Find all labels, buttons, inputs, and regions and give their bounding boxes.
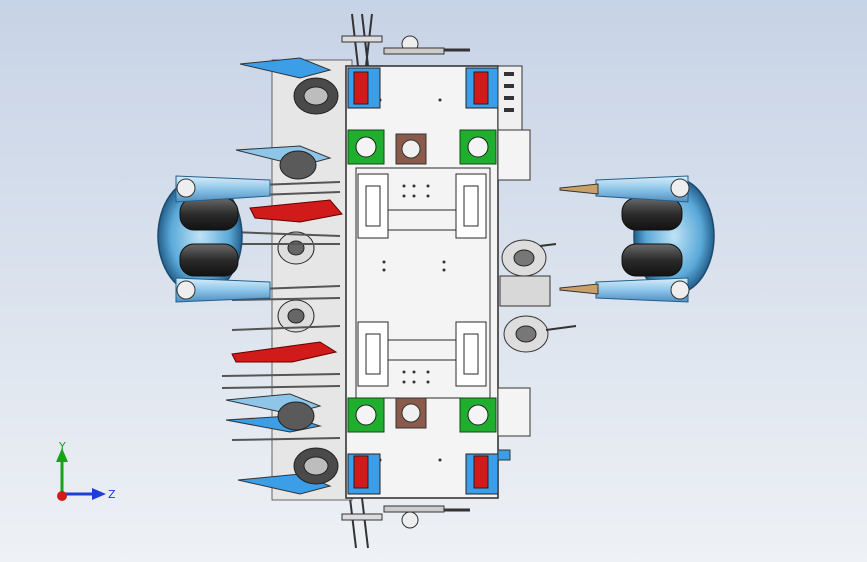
mount-plate-bottom-left[interactable]	[347, 397, 385, 433]
z-axis-arrow	[92, 488, 106, 500]
caster-bottom-right[interactable]	[465, 453, 499, 495]
bottom-rod-assembly[interactable]	[341, 497, 470, 549]
caster-top-right[interactable]	[465, 67, 499, 109]
x-axis-dot	[57, 491, 67, 501]
right-control-box-top[interactable]	[497, 65, 531, 181]
left-wheel-assembly[interactable]	[157, 175, 271, 303]
caster-top-left[interactable]	[347, 67, 381, 109]
y-axis-label: Y	[58, 440, 66, 453]
z-axis-label: Z	[108, 488, 116, 501]
top-rod-assembly[interactable]	[341, 13, 470, 67]
right-gear-assembly[interactable]	[499, 239, 577, 353]
mount-plate-bottom-right[interactable]	[459, 397, 497, 433]
caster-bottom-left[interactable]	[347, 453, 381, 495]
left-mechanism-cluster[interactable]	[221, 57, 353, 501]
mount-plate-top-left[interactable]	[347, 129, 385, 165]
y-axis-arrow	[56, 448, 68, 462]
right-wheel-assembly[interactable]	[559, 175, 715, 303]
axis-triad: Y Z	[56, 440, 116, 501]
mount-plate-top-right[interactable]	[459, 129, 497, 165]
right-control-box-bottom[interactable]	[497, 387, 531, 461]
